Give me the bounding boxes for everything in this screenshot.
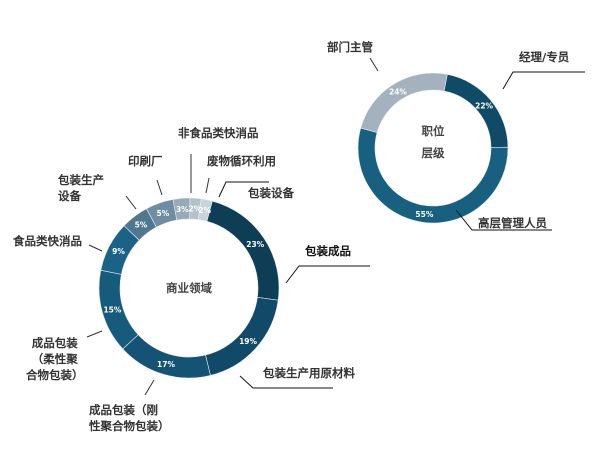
slice-value-label: 5% xyxy=(135,221,148,230)
leader-lines xyxy=(86,57,585,396)
donut2-center-title-line2: 层级 xyxy=(421,146,445,160)
donut-slice xyxy=(357,127,509,224)
leader-line xyxy=(369,57,379,72)
legend-label-nonfood-fmcg: 非食品类快消品 xyxy=(178,126,259,140)
donut-business-domain: 23%19%17%15%9%5%5%3%2%2% xyxy=(98,197,280,379)
donut-slice xyxy=(198,198,213,222)
slice-value-label: 19% xyxy=(239,337,257,346)
legend-label-department-head: 部门主管 xyxy=(327,40,373,54)
legend-label-rigid-packaging: 成品包装（刚 性聚合物包装） xyxy=(89,402,170,434)
slice-value-label: 15% xyxy=(103,305,121,314)
leader-line xyxy=(455,209,552,231)
legend-label-packaging-equipment: 包装设备 xyxy=(248,186,294,200)
slice-value-label: 9% xyxy=(112,247,125,256)
label-line: 成品包装 xyxy=(31,336,78,350)
donut1-center-title: 商业领域 xyxy=(166,281,212,295)
legend-label-senior-management: 高层管理人员 xyxy=(478,216,547,230)
donut-slice xyxy=(360,72,448,133)
legend-label-packaged-products: 包装成品 xyxy=(305,244,351,258)
slice-value-label: 3% xyxy=(176,205,189,214)
legend-label-printing: 印刷厂 xyxy=(128,154,163,168)
slice-value-label: 2% xyxy=(188,205,201,214)
slice-value-label: 5% xyxy=(156,209,169,218)
label-line: 包装生产 xyxy=(58,173,104,187)
leader-line xyxy=(218,181,269,198)
slice-value-label: 23% xyxy=(246,240,264,249)
legend-label-manager: 经理/专员 xyxy=(519,50,570,64)
label-line: 合物包装） xyxy=(26,368,84,382)
legend-label-flexible-packaging: 成品包装 （柔性聚 合物包装） xyxy=(26,335,84,383)
legend-label-raw-materials: 包装生产用原材料 xyxy=(263,366,355,380)
leader-line xyxy=(239,375,333,389)
slice-value-label: 2% xyxy=(198,206,211,215)
slice-value-label: 17% xyxy=(157,360,175,369)
leader-line xyxy=(285,265,370,284)
leader-line xyxy=(88,244,103,252)
slice-value-label: 22% xyxy=(475,101,493,110)
slice-value-label: 55% xyxy=(415,210,433,219)
leader-line xyxy=(125,195,137,210)
leader-line xyxy=(205,177,210,194)
label-line: 成品包装（刚 xyxy=(89,403,158,417)
legend-label-waste-recycling: 废物循环利用 xyxy=(207,154,276,168)
label-line: 性聚合物包装） xyxy=(89,419,170,433)
donut-position-level: 22% 55% 24% xyxy=(357,72,509,224)
legend-label-packaging-production-equipment: 包装生产 设备 xyxy=(58,172,104,204)
label-line: （柔性聚 xyxy=(31,352,78,366)
leader-line xyxy=(144,379,155,396)
donut-slice xyxy=(122,334,211,379)
donut-slice xyxy=(206,200,280,301)
label-line: 设备 xyxy=(58,189,81,203)
legend-label-food-fmcg: 食品类快消品 xyxy=(13,234,82,248)
leader-line xyxy=(502,71,585,90)
leader-line xyxy=(156,179,163,196)
donut2-center-title-line1: 职位 xyxy=(421,124,445,138)
donut-slice xyxy=(443,74,509,148)
leader-line xyxy=(86,330,103,338)
slice-value-label: 24% xyxy=(389,87,407,96)
